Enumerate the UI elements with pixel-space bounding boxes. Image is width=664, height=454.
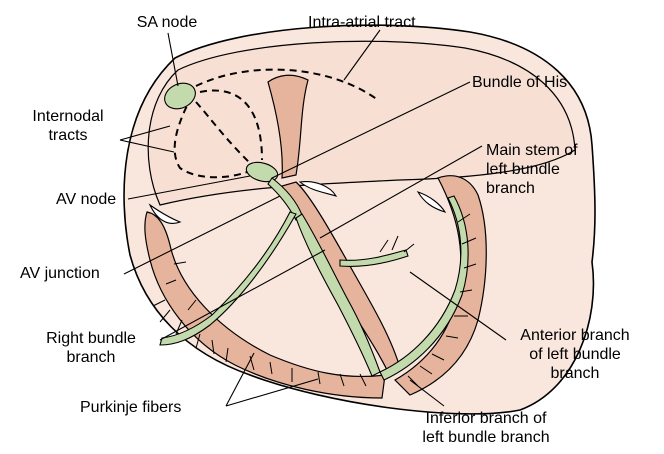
label-av-junction: AV junction (20, 264, 100, 283)
label-intra-atrial-tract: Intra-atrial tract (308, 13, 416, 32)
label-av-node: AV node (56, 190, 116, 209)
label-main-stem-left-bundle: Main stem of left bundle branch (486, 141, 578, 198)
label-bundle-of-his: Bundle of His (472, 73, 567, 92)
label-internodal-tracts: Internodal tracts (16, 107, 120, 145)
label-inferior-branch: Inferior branch of left bundle branch (406, 409, 566, 447)
label-anterior-branch: Anterior branch of left bundle branch (504, 326, 646, 383)
label-purkinje-fibers: Purkinje fibers (80, 398, 181, 417)
label-right-bundle-branch: Right bundle branch (26, 329, 156, 367)
label-sa-node: SA node (112, 13, 222, 32)
